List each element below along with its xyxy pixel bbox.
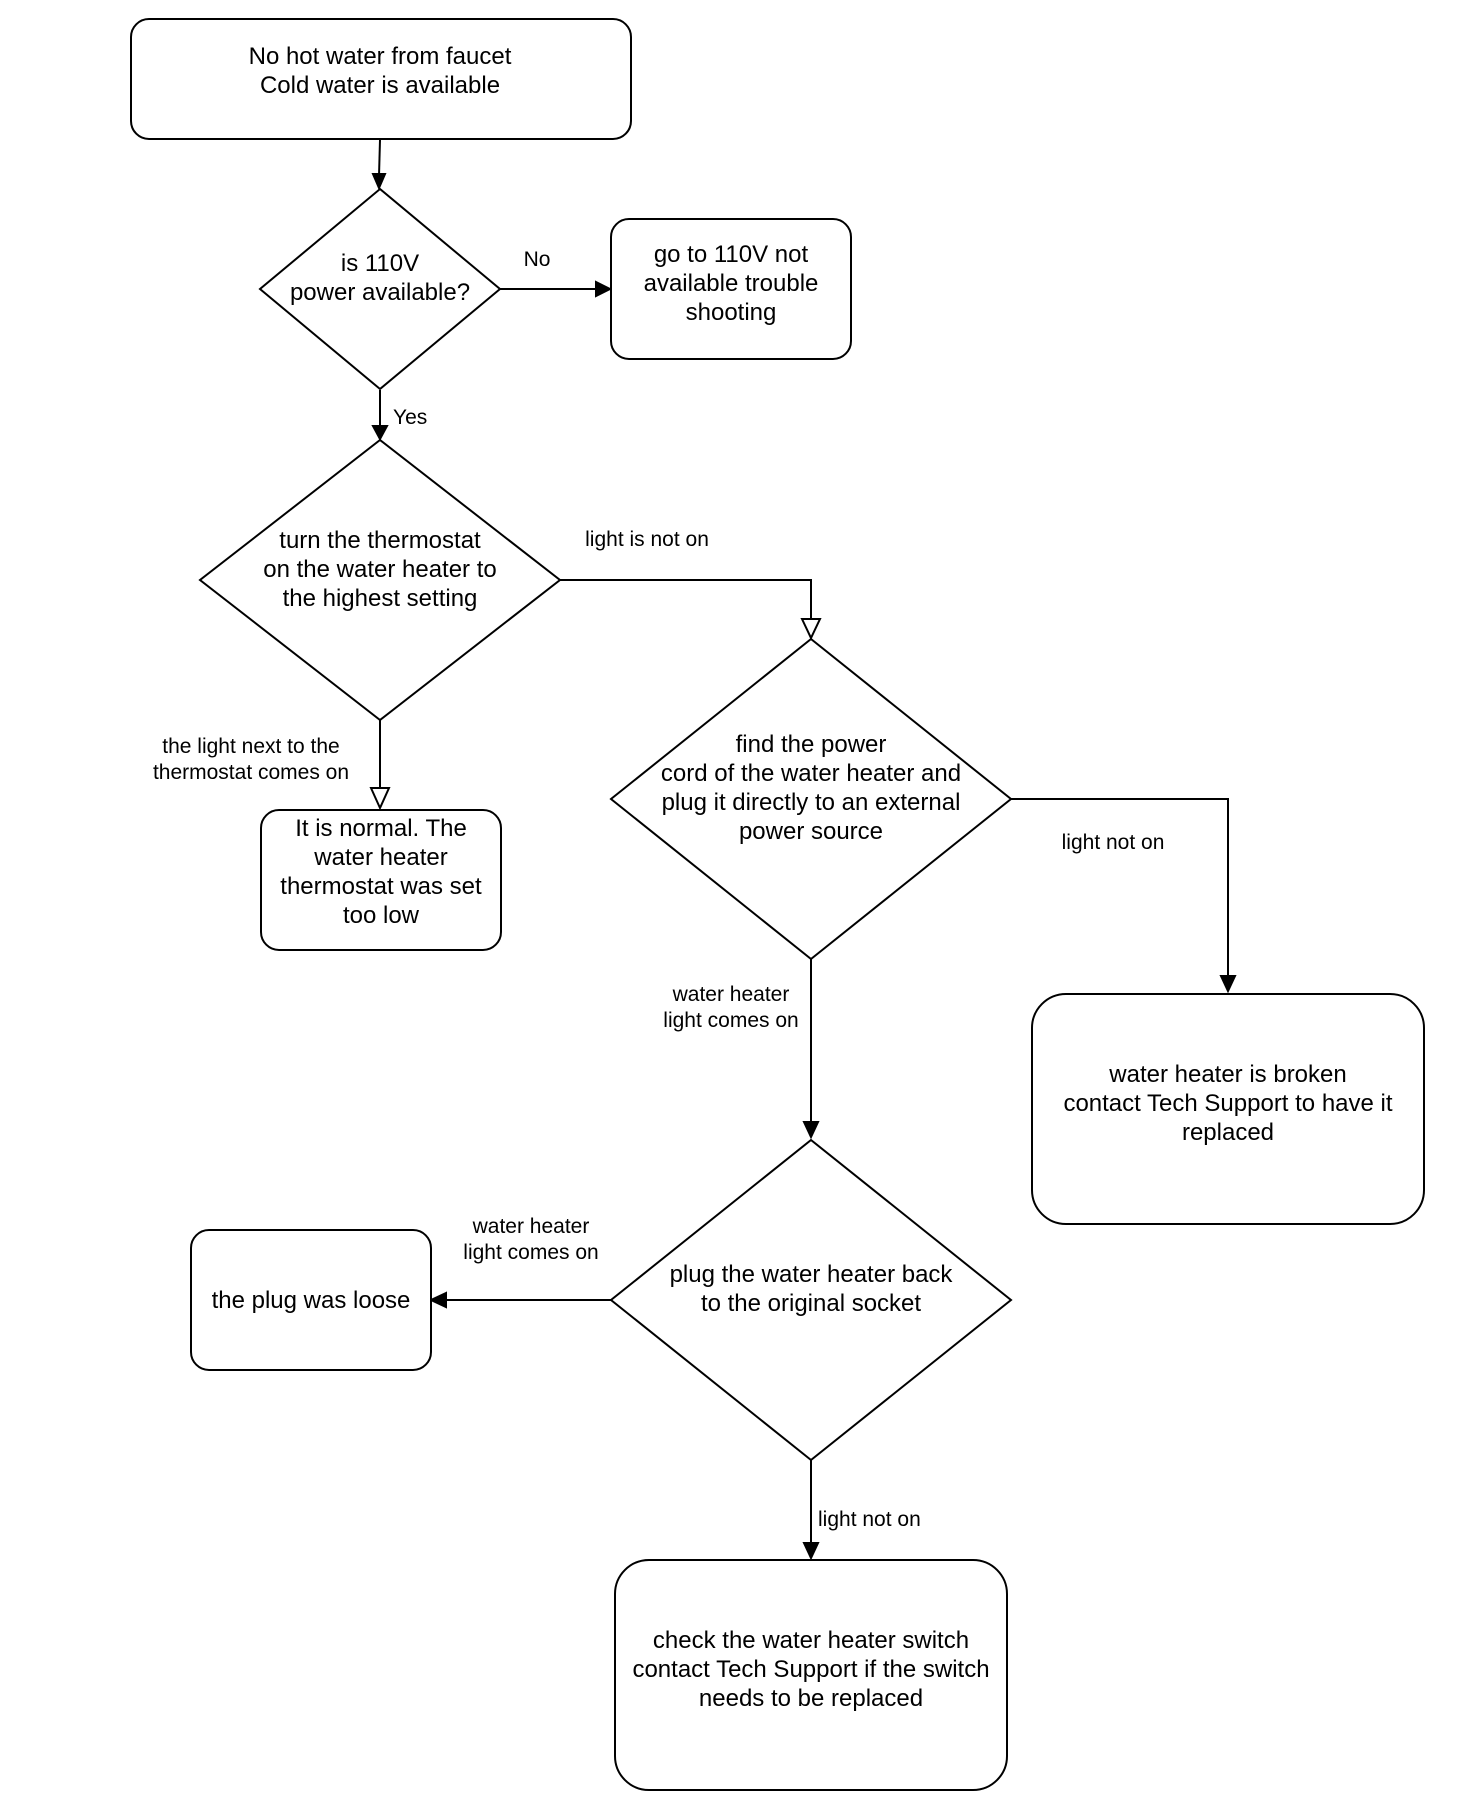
loose-plug-node-label-line: the plug was loose: [212, 1287, 411, 1314]
decision-power-available-label-line: is 110V: [341, 250, 419, 277]
decision-thermostat-label-line: on the water heater to: [263, 556, 496, 583]
edge-label-light-is-not-on: light is not on: [585, 528, 709, 551]
edge-label-thermostat-light-on: the light next to the thermostat comes on: [153, 735, 349, 784]
edge-label-cord-light-on-line: light comes on: [663, 1009, 798, 1032]
broken-node-label-line: contact Tech Support to have it: [1063, 1090, 1392, 1117]
edge-label-cord-light-not-on: light not on: [1062, 831, 1165, 854]
decision-power-cord-label-line: find the power: [736, 731, 887, 758]
decision-power-cord-label-line: cord of the water heater and: [661, 760, 961, 787]
edge-label-no-line: No: [524, 248, 551, 271]
edge-plug-light-on: [428, 1291, 611, 1309]
normal-node-label-line: water heater: [313, 844, 447, 871]
edge-label-yes: Yes: [393, 406, 427, 429]
normal-node-label-line: It is normal. The: [295, 815, 467, 842]
check-switch-node-label-line: contact Tech Support if the switch: [632, 1656, 989, 1683]
start-node-label-line: No hot water from faucet: [249, 43, 512, 70]
decision-power-cord-label-line: power source: [739, 818, 883, 845]
edge-label-yes-line: Yes: [393, 406, 427, 429]
edge-label-cord-light-not-on-line: light not on: [1062, 831, 1165, 854]
normal-node-label-line: thermostat was set: [280, 873, 482, 900]
edge-start-to-power: [371, 139, 387, 191]
start-node-label-line: Cold water is available: [260, 72, 500, 99]
edge-label-plug-light-on: water heater light comes on: [463, 1215, 598, 1264]
edge-label-light-is-not-on-line: light is not on: [585, 528, 709, 551]
no-power-node-label-line: go to 110V not: [654, 241, 809, 268]
decision-thermostat-label-line: turn the thermostat: [279, 527, 481, 554]
edge-power-no: [500, 280, 613, 298]
decision-power-available-label-line: power available?: [290, 279, 470, 306]
edge-thermo-light-on: [369, 719, 391, 811]
edge-label-plug-light-on-line: light comes on: [463, 1241, 598, 1264]
edge-label-cord-light-on: water heater light comes on: [663, 983, 798, 1032]
check-switch-node-label-line: needs to be replaced: [699, 1685, 923, 1712]
edge-label-plug-light-on-line: water heater: [472, 1215, 590, 1238]
decision-plug-back-label-line: plug the water heater back: [670, 1261, 954, 1288]
edge-label-no: No: [524, 248, 551, 271]
decision-plug-back-label-line: to the original socket: [701, 1290, 921, 1317]
loose-plug-node: the plug was loose: [190, 1229, 432, 1371]
decision-thermostat-label-line: the highest setting: [283, 585, 478, 612]
edge-cord-light-not-on: [1011, 798, 1237, 994]
edge-label-cord-light-on-line: water heater: [672, 983, 790, 1006]
loose-plug-node-label: the plug was loose: [212, 1287, 411, 1314]
edge-label-plug-light-not-on-line: light not on: [818, 1508, 921, 1531]
no-power-node-label-line: shooting: [686, 299, 777, 326]
edge-plug-light-not-on: [802, 1459, 820, 1561]
broken-node-label-line: replaced: [1182, 1119, 1274, 1146]
normal-node-label-line: too low: [343, 902, 420, 929]
edge-label-thermostat-light-on-line: thermostat comes on: [153, 761, 349, 784]
broken-node-label-line: water heater is broken: [1108, 1061, 1346, 1088]
edge-power-yes: [371, 390, 389, 442]
edge-thermo-light-not-on: [560, 579, 822, 641]
edge-label-plug-light-not-on: light not on: [818, 1508, 921, 1531]
decision-power-cord-label-line: plug it directly to an external: [662, 789, 961, 816]
edge-label-thermostat-light-on-line: the light next to the: [162, 735, 339, 758]
edge-cord-light-on: [802, 958, 820, 1140]
check-switch-node-label-line: check the water heater switch: [653, 1627, 969, 1654]
no-power-node-label-line: available trouble: [644, 270, 819, 297]
